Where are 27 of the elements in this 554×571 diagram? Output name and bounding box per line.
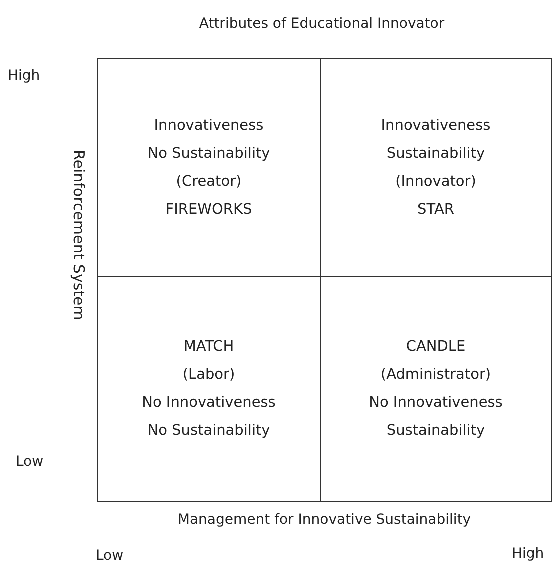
quadrant-text: No Sustainability xyxy=(148,146,270,162)
quadrant-text: No Innovativeness xyxy=(369,395,503,411)
quadrant-text: No Sustainability xyxy=(148,423,270,439)
quadrant-text: Innovativeness xyxy=(381,118,491,134)
quadrant-text: No Innovativeness xyxy=(142,395,276,411)
quadrant-text: Innovativeness xyxy=(154,118,264,134)
quadrant-text: Sustainability xyxy=(386,423,486,439)
quadrant-text: (Labor) xyxy=(182,367,236,383)
axis-level-label: High xyxy=(8,68,40,84)
quadrant-text: FIREWORKS xyxy=(166,202,252,218)
axis-title: Reinforcement System xyxy=(70,150,88,320)
quadrant-text: MATCH xyxy=(184,339,234,355)
axis-level-label: Low xyxy=(16,454,44,470)
quadrant-cell xyxy=(97,276,321,502)
quadrant-text: STAR xyxy=(418,202,454,218)
quadrant-cell xyxy=(320,276,552,502)
axis-level-label: Low xyxy=(96,548,124,564)
quadrant-text: CANDLE xyxy=(406,339,466,355)
chart-title: Attributes of Educational Innovator xyxy=(198,16,446,32)
quadrant-text: (Innovator) xyxy=(396,174,476,190)
axis-level-label: High xyxy=(512,546,544,562)
axis-title: Management for Innovative Sustainability xyxy=(176,512,472,528)
quadrant-cell xyxy=(97,58,321,277)
quadrant-text: (Administrator) xyxy=(380,367,492,383)
quadrant-text: (Creator) xyxy=(176,174,242,190)
quadrant-cell xyxy=(320,58,552,277)
quadrant-text: Sustainability xyxy=(386,146,486,162)
